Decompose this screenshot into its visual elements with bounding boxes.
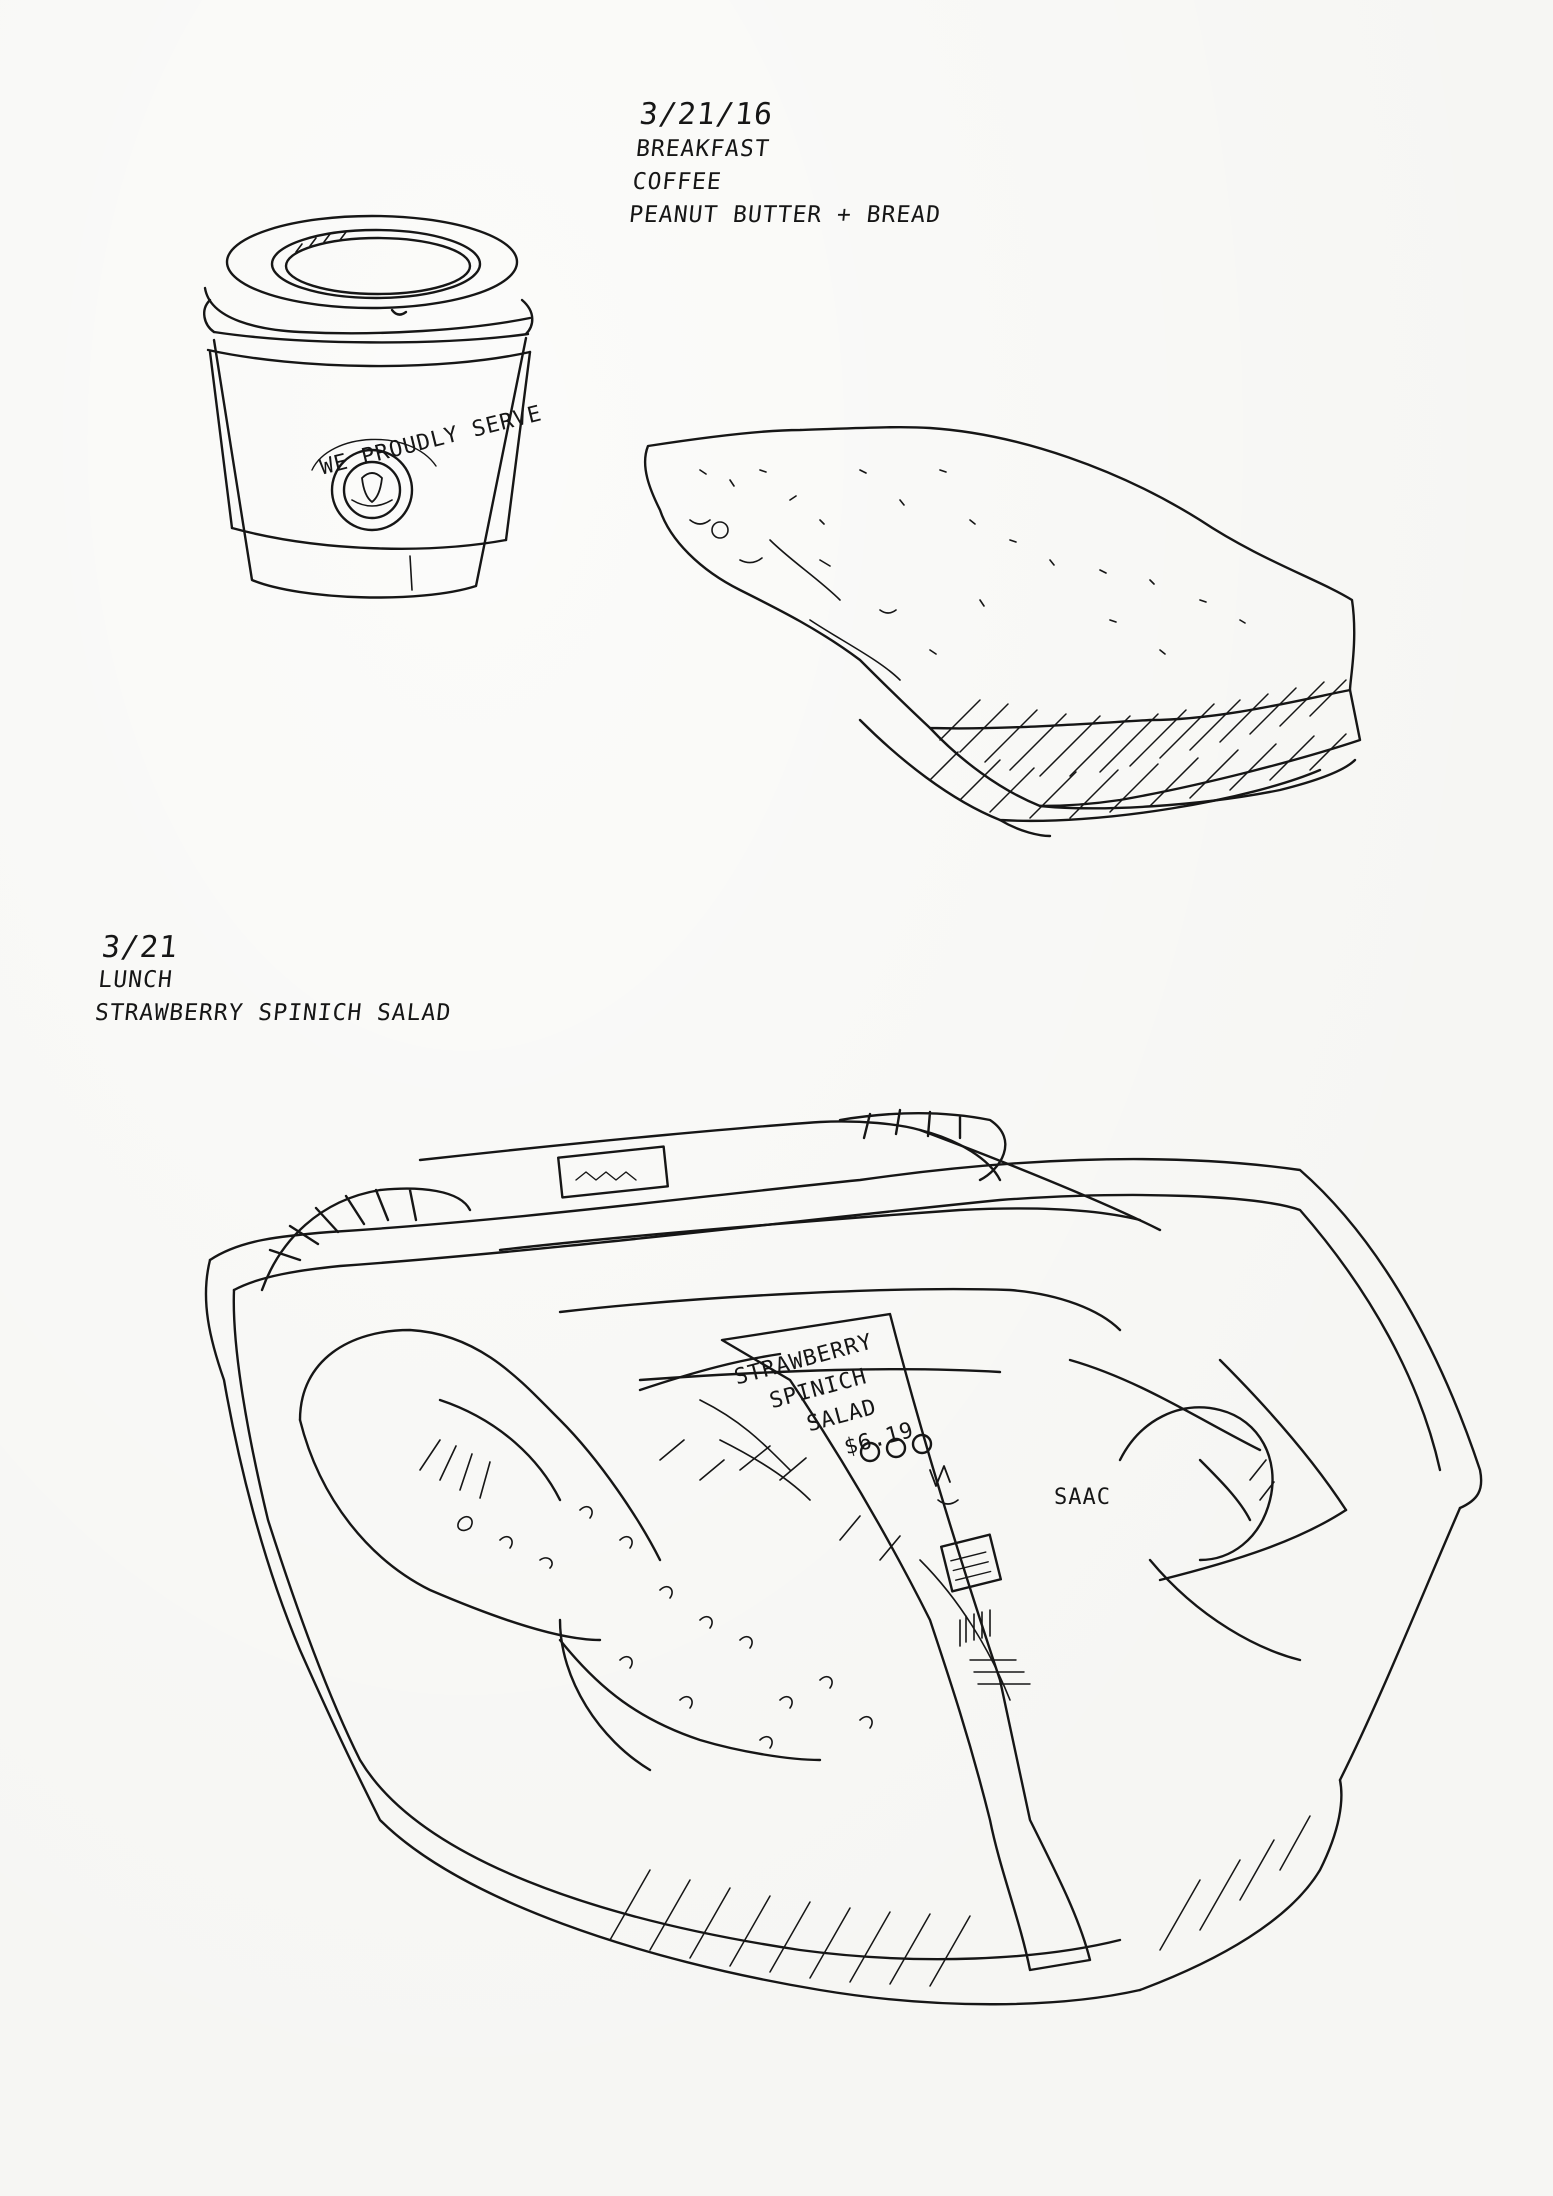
cup-sleeve-text: WE PROUDLY SERVE [317,401,544,480]
bread-crust-hatching [929,679,1347,819]
salad-side-text: SAAC [1054,1485,1111,1510]
salad-texture [419,1399,901,1749]
bread-drawing [643,425,1362,838]
salad-container-drawing: STRAWBERRY SPINICH SALAD $6.19 SAAC [204,1108,1483,2006]
salad-price-label: STRAWBERRY SPINICH SALAD $6.19 [732,1329,917,1460]
bread-texture [689,469,1246,681]
coffee-cup-drawing: WE PROUDLY SERVE [203,214,545,599]
tray-hatching [609,1815,1311,1987]
